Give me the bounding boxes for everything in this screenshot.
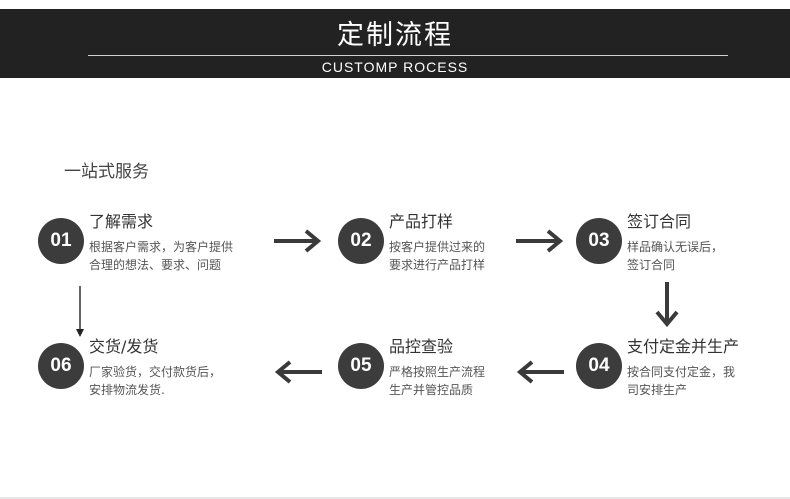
step-number-badge: 05: [338, 343, 384, 389]
arrow-right-icon: [516, 229, 564, 253]
page-subtitle: CUSTOMP ROCESS: [321, 59, 469, 75]
section-label: 一站式服务: [64, 162, 149, 182]
arrow-down-icon: [76, 286, 84, 337]
header-divider: [88, 55, 728, 56]
step-title: 支付定金并生产: [627, 337, 740, 356]
step-number-badge: 04: [576, 343, 622, 389]
step-description-line: 样品确认无误后，: [627, 240, 724, 254]
step-description: 按客户提供过来的 要求进行产品打样: [389, 238, 485, 274]
arrow-left-icon: [274, 360, 322, 384]
page-title: 定制流程: [337, 20, 453, 51]
step-description-line: 严格按照生产流程: [389, 365, 486, 379]
step-description-line: 签订合同: [627, 258, 676, 272]
page-header: 定制流程 CUSTOMP ROCESS: [0, 9, 790, 78]
step-description: 严格按照生产流程 生产并管控品质: [389, 363, 485, 399]
arrow-down-icon: [655, 282, 679, 328]
step-description-line: 厂家验货，交付款货后，: [89, 365, 222, 379]
step-description: 样品确认无误后， 签订合同: [627, 238, 723, 274]
step-title: 品控查验: [389, 337, 454, 356]
arrow-left-icon: [516, 360, 564, 384]
step-description: 根据客户需求，为客户提供 合理的想法、要求、问题: [89, 238, 233, 274]
step-description-line: 安排物流发货.: [89, 383, 165, 397]
step-number-badge: 06: [38, 343, 84, 389]
step-description-line: 生产并管控品质: [389, 383, 474, 397]
bottom-divider: [0, 497, 790, 499]
step-description: 厂家验货，交付款货后， 安排物流发货.: [89, 363, 221, 399]
step-description-line: 合理的想法、要求、问题: [89, 258, 222, 272]
step-number-badge: 03: [576, 218, 622, 264]
step-description-line: 要求进行产品打样: [389, 258, 486, 272]
step-description-line: 司安排生产: [627, 383, 688, 397]
step-title: 签订合同: [627, 212, 692, 231]
step-number-badge: 01: [38, 218, 84, 264]
step-description-line: 按合同支付定金，我: [627, 365, 736, 379]
step-number-badge: 02: [338, 218, 384, 264]
step-description-line: 根据客户需求，为客户提供: [89, 240, 234, 254]
step-description: 按合同支付定金，我 司安排生产: [627, 363, 735, 399]
arrow-right-icon: [274, 229, 322, 253]
step-title: 产品打样: [389, 212, 454, 231]
step-description-line: 按客户提供过来的: [389, 240, 486, 254]
step-title: 了解需求: [89, 212, 154, 231]
step-title: 交货/发货: [89, 337, 159, 356]
